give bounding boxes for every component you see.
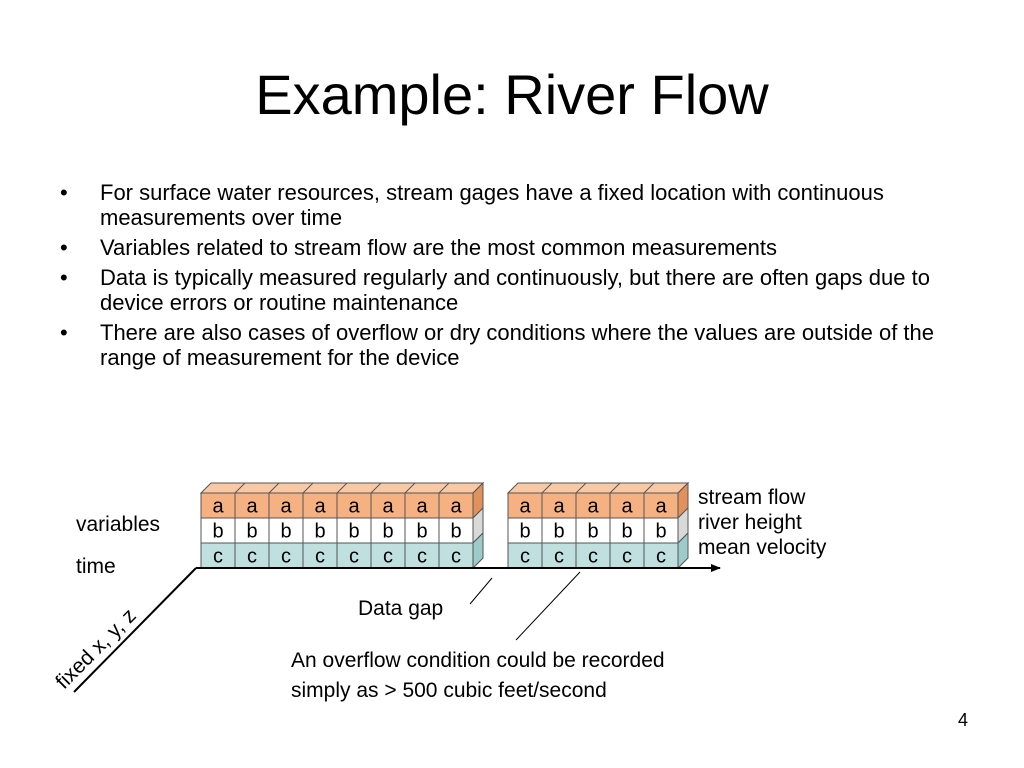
cell-letter: a [553,496,565,518]
cell-letter: c [315,546,325,568]
top-face-divider [404,482,416,494]
cell-letter: b [621,521,632,543]
cell-letter: b [416,521,427,543]
page-number: 4 [957,710,968,730]
variables-label: variables [76,513,160,536]
mean-velocity-label: mean velocity [698,536,827,559]
cell-letter: b [450,521,461,543]
top-face-divider [438,482,450,494]
cell-letter: c [417,546,427,568]
data-cell [541,542,577,569]
cell-letter: b [246,521,257,543]
time-label: time [76,555,116,578]
top-face-divider [336,482,348,494]
data-cell [404,517,440,544]
data-cell [609,542,645,569]
data-cell [541,517,577,544]
overflow-note-line-2: simply as > 500 cubic feet/second [291,679,607,702]
cell-letter: c [656,546,666,568]
data-cell [575,492,611,519]
cell-letter: c [213,546,223,568]
cell-letter: a [212,496,224,518]
data-cell [268,492,304,519]
top-face-divider [302,482,314,494]
data-cell [234,492,270,519]
data-cell [438,492,474,519]
data-gap-label: Data gap [358,597,443,620]
data-cell [643,542,679,569]
top-face-divider [234,482,246,494]
cell-letter: a [587,496,599,518]
bullet-item: For surface water resources, stream gage… [60,180,960,230]
cell-letter: c [622,546,632,568]
top-face-divider [541,482,553,494]
data-cell [336,517,372,544]
cell-letter: b [212,521,223,543]
data-cell [643,492,679,519]
data-cell [575,542,611,569]
cell-letter: b [587,521,598,543]
cell-letter: a [314,496,326,518]
data-cell [200,492,236,519]
data-cell [234,517,270,544]
slide-title: Example: River Flow [255,63,769,126]
fixed-xyz-label: fixed x, y, z [51,604,140,693]
cell-letter: a [621,496,633,518]
cell-letter: a [416,496,428,518]
data-cell [575,517,611,544]
bullet-item: There are also cases of overflow or dry … [60,320,960,370]
top-face-divider [575,482,587,494]
data-cell [200,517,236,544]
cell-letter: a [655,496,667,518]
data-cell [268,542,304,569]
data-cell [438,542,474,569]
cell-letter: b [314,521,325,543]
cell-letter: c [588,546,598,568]
block-top-face [506,482,690,494]
data-gap-pointer [469,577,493,605]
bullet-list: For surface water resources, stream gage… [60,180,960,375]
top-face-divider [643,482,655,494]
cell-letter: b [348,521,359,543]
cell-letter: b [280,521,291,543]
cell-letter: b [655,521,666,543]
cell-letter: c [520,546,530,568]
cell-letter: c [383,546,393,568]
cell-letter: a [450,496,462,518]
cell-letter: c [247,546,257,568]
cell-letter: c [554,546,564,568]
fixed-location-axis [73,567,197,693]
cell-letter: b [553,521,564,543]
cell-letter: a [348,496,360,518]
data-cell [609,517,645,544]
top-face-divider [370,482,382,494]
stream-flow-label: stream flow [698,486,806,509]
data-cell [234,542,270,569]
overflow-note-line-1: An overflow condition could be recorded [291,649,665,672]
cell-letter: c [281,546,291,568]
bullet-item: Variables related to stream flow are the… [60,235,960,260]
top-face-divider [268,482,280,494]
river-height-label: river height [698,511,802,534]
cell-letter: a [382,496,394,518]
bullet-item: Data is typically measured regularly and… [60,265,960,315]
cell-letter: a [280,496,292,518]
top-face-divider [609,482,621,494]
cell-letter: b [519,521,530,543]
cell-letter: c [451,546,461,568]
overflow-pointer [515,571,581,641]
cell-letter: c [349,546,359,568]
cell-letter: a [519,496,531,518]
cell-letter: b [382,521,393,543]
cell-letter: a [246,496,258,518]
